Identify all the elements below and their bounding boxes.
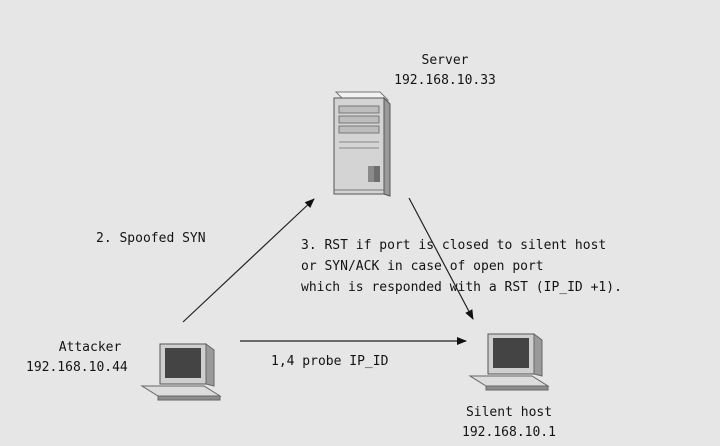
spoofed-syn-arrow [182,198,315,323]
silent-host-computer-icon [466,330,552,396]
rst-arrow [408,197,474,320]
attacker-computer-icon [138,340,224,406]
attacker-label: Attacker [58,340,122,355]
rst-line-3: which is responded with a RST (IP_ID +1)… [301,280,622,295]
silent-host-ip: 192.168.10.1 [462,425,556,440]
rst-line-2: or SYN/ACK in case of open port [301,259,544,274]
server-tower-icon [330,86,392,202]
server-label: Server [421,53,469,68]
rst-line-1: 3. RST if port is closed to silent host [301,238,607,253]
spoofed-syn-label: 2. Spoofed SYN [96,231,206,246]
probe-label: 1,4 probe IP_ID [271,354,389,369]
attacker-ip: 192.168.10.44 [26,360,128,375]
server-ip: 192.168.10.33 [394,73,496,88]
silent-host-label: Silent host [465,405,553,420]
